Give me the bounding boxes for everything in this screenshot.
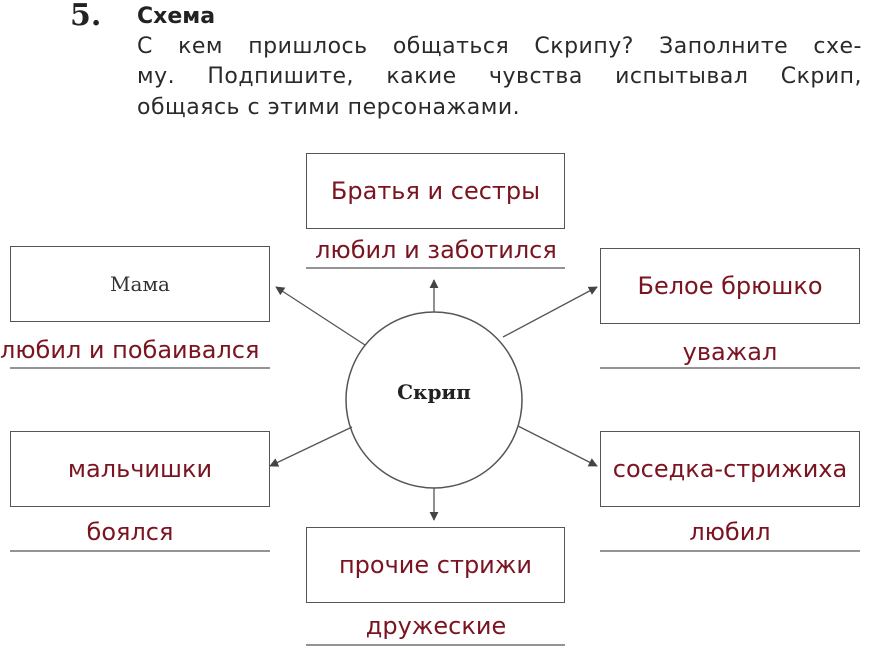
task-instruction-line-2: му. Подпишите, какие чувства испытывал С… xyxy=(137,64,862,89)
arrow-to-left-top xyxy=(275,286,366,346)
feeling-right-bottom: любил xyxy=(689,518,771,546)
node-right-top: Белое брюшко xyxy=(600,248,860,324)
task-instruction-line-1: С кем пришлось общаться Скрипу? Заполнит… xyxy=(137,34,862,59)
node-bottom-name: прочие стрижи xyxy=(338,551,532,579)
node-right-bottom: соседка-стрижиха xyxy=(600,431,860,507)
node-left-bottom: мальчишки xyxy=(10,431,270,507)
feeling-left-bottom: боялся xyxy=(86,518,174,546)
task-number: 5. xyxy=(70,0,102,33)
arrow-to-right-bottom xyxy=(517,425,598,467)
node-left-top: Мама xyxy=(10,246,270,322)
feeling-right-top: уважал xyxy=(682,338,778,366)
node-top-name: Братья и сестры xyxy=(330,177,541,205)
arrow-to-right-top xyxy=(502,286,598,338)
feeling-left-top: любил и побаивался xyxy=(0,336,260,364)
task-title: Схема xyxy=(137,4,216,29)
node-right-top-name: Белое брюшко xyxy=(637,272,823,300)
node-top: Братья и сестры xyxy=(306,153,565,229)
node-left-bottom-name: мальчишки xyxy=(67,455,213,483)
task-instruction-line-3: общаясь с этими персонажами. xyxy=(137,95,521,120)
arrow-to-left-bottom xyxy=(269,426,353,467)
node-bottom: прочие стрижи xyxy=(306,527,565,603)
feeling-top: любил и заботился xyxy=(315,236,557,264)
node-left-top-name: Мама xyxy=(110,272,170,296)
feeling-bottom: дружеские xyxy=(365,612,507,640)
node-right-bottom-name: соседка-стрижиха xyxy=(612,455,848,483)
center-label: Скрип xyxy=(397,380,471,404)
